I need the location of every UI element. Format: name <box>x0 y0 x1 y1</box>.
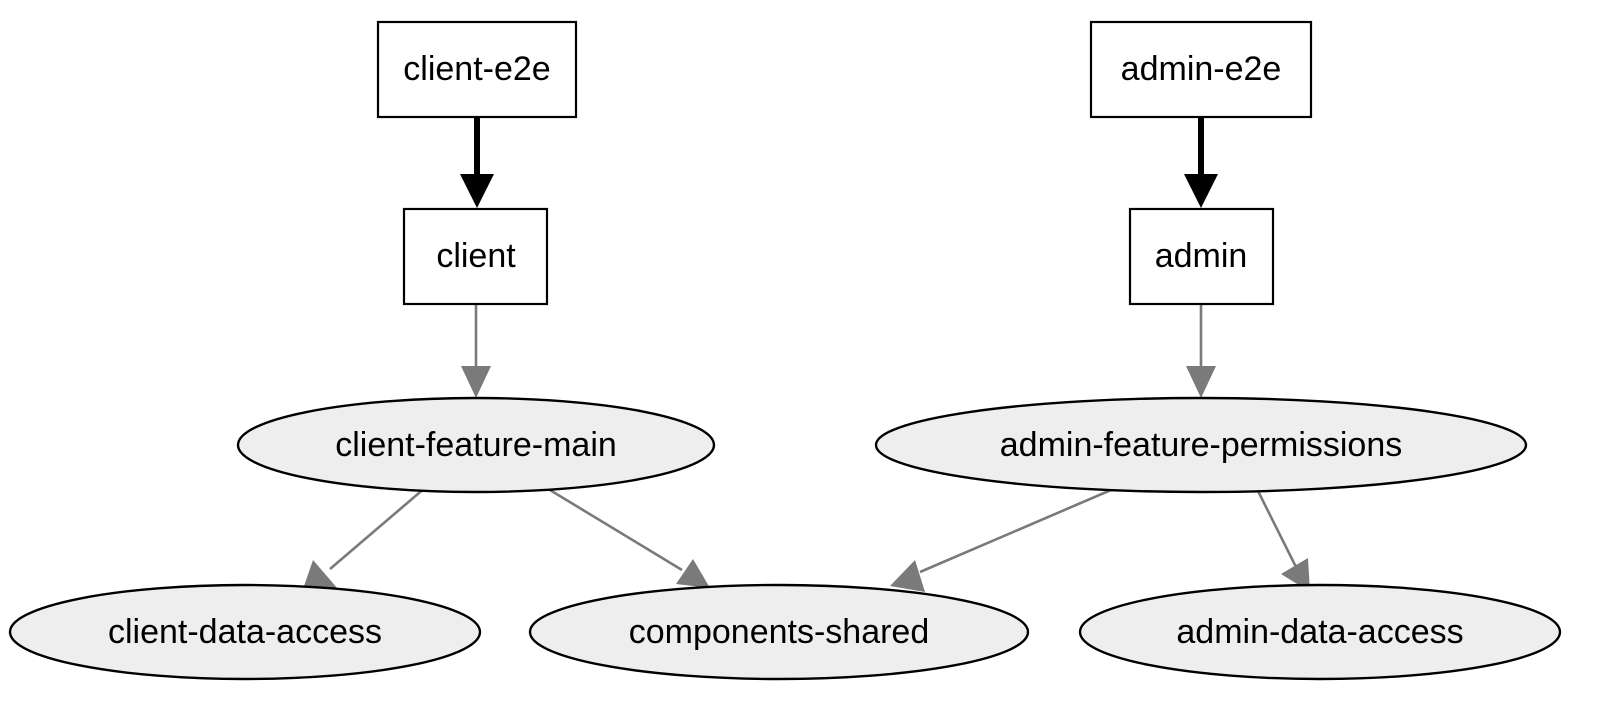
edge-admin-feature-permissions-to-admin-data-access <box>1254 486 1310 592</box>
edge-admin-to-admin-feature-permissions <box>1186 304 1216 398</box>
edge-client-feature-main-to-client-data-access <box>302 486 427 592</box>
node-label-admin-e2e: admin-e2e <box>1121 50 1282 88</box>
node-label-client-e2e: client-e2e <box>403 50 550 88</box>
edge-admin-feature-permissions-to-components-shared <box>890 485 1119 592</box>
node-client-e2e[interactable]: client-e2e <box>376 20 578 119</box>
node-label-client-data-access: client-data-access <box>108 613 382 651</box>
edge-admin-e2e-to-admin <box>1184 117 1218 208</box>
edge-client-to-client-feature-main <box>461 304 491 398</box>
node-admin-data-access[interactable]: admin-data-access <box>1078 583 1562 681</box>
node-label-components-shared: components-shared <box>629 613 930 651</box>
node-client-data-access[interactable]: client-data-access <box>8 583 482 681</box>
node-admin-feature-permissions[interactable]: admin-feature-permissions <box>874 396 1528 494</box>
edge-client-feature-main-to-components-shared <box>544 485 710 588</box>
node-label-admin: admin <box>1155 237 1248 275</box>
node-label-client-feature-main: client-feature-main <box>335 426 617 464</box>
node-client-feature-main[interactable]: client-feature-main <box>236 396 716 494</box>
node-components-shared[interactable]: components-shared <box>528 583 1030 681</box>
node-label-admin-data-access: admin-data-access <box>1176 613 1463 651</box>
node-admin-e2e[interactable]: admin-e2e <box>1089 20 1313 119</box>
edge-client-e2e-to-client <box>460 117 494 208</box>
node-admin[interactable]: admin <box>1128 207 1275 306</box>
node-label-client: client <box>436 237 516 275</box>
node-label-admin-feature-permissions: admin-feature-permissions <box>1000 426 1403 464</box>
node-client[interactable]: client <box>402 207 549 306</box>
